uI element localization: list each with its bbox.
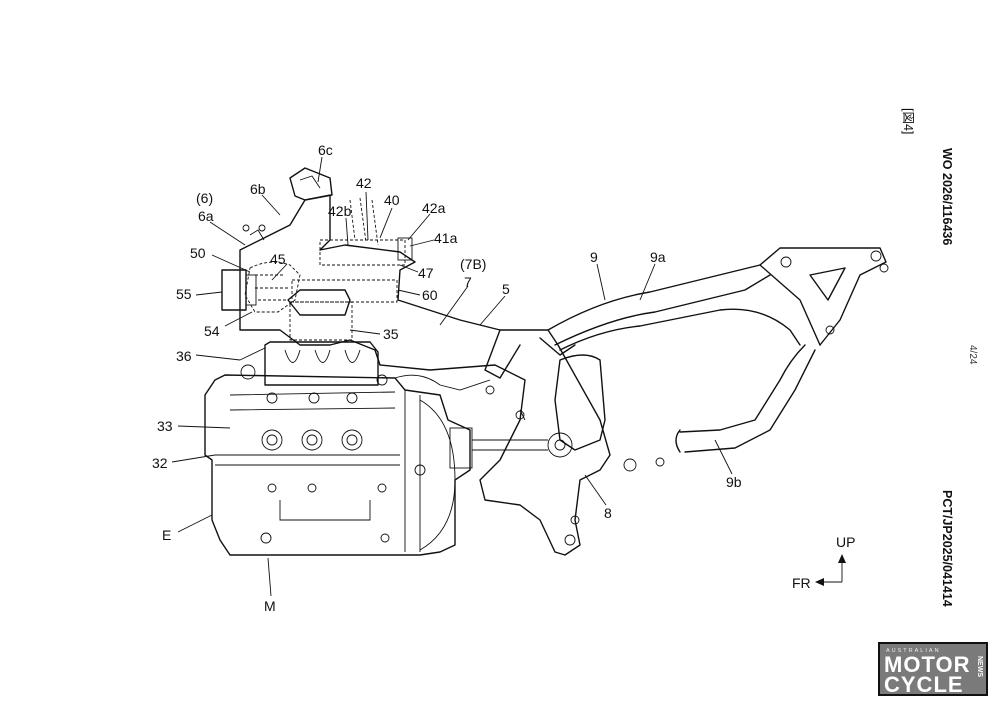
label-40: 40 [384, 192, 400, 208]
watermark-line2: CYCLE [884, 672, 964, 697]
label-33: 33 [157, 418, 173, 434]
front-arrow-icon [815, 578, 824, 586]
label-6b: 6b [250, 181, 266, 197]
figure-tag: [図4] [901, 108, 915, 134]
label-47: 47 [418, 265, 434, 281]
watermark-side: NEWS [976, 656, 983, 677]
label-E: E [162, 527, 171, 543]
label-50: 50 [190, 245, 206, 261]
label-36: 36 [176, 348, 192, 364]
label-6a: 6a [198, 208, 214, 224]
margin-text: WO 2026/116436 [図4] 4/24 PCT/JP2025/0414… [901, 108, 978, 607]
label-6c: 6c [318, 142, 333, 158]
watermark-top: AUSTRALIAN [886, 648, 941, 654]
label-5: 5 [502, 281, 510, 297]
label-9b: 9b [726, 474, 742, 490]
application-number: PCT/JP2025/041414 [940, 490, 954, 607]
label-42: 42 [356, 175, 372, 191]
orientation-indicator: UP FR [792, 534, 855, 591]
label-41a: 41a [434, 230, 458, 246]
upper-components [221, 167, 413, 341]
up-arrow-icon [838, 554, 846, 563]
label-M: M [264, 598, 276, 614]
label-7: 7 [464, 274, 472, 290]
label-6: (6) [196, 190, 213, 206]
label-32: 32 [152, 455, 168, 471]
main-frame [239, 194, 665, 556]
leader-lines [171, 156, 733, 597]
label-54: 54 [204, 323, 220, 339]
page-number: 4/24 [967, 345, 978, 365]
label-42b: 42b [328, 203, 352, 219]
reference-labels: 6c 6b (6) 6a 42 40 42b 42a 41a 50 45 47 … [152, 142, 742, 614]
label-7B: (7B) [460, 256, 486, 272]
label-35: 35 [383, 326, 399, 342]
watermark-logo: AUSTRALIAN MOTOR CYCLE NEWS [878, 642, 988, 697]
watermark-line1: MOTOR [884, 652, 970, 677]
label-8: 8 [604, 505, 612, 521]
rear-frame [547, 247, 889, 453]
label-42a: 42a [422, 200, 446, 216]
label-45: 45 [270, 251, 286, 267]
label-60: 60 [422, 287, 438, 303]
front-label: FR [792, 575, 811, 591]
publication-number: WO 2026/116436 [940, 148, 954, 245]
engine-unit [204, 341, 548, 556]
label-9: 9 [590, 249, 598, 265]
label-9a: 9a [650, 249, 666, 265]
up-label: UP [836, 534, 855, 550]
label-55: 55 [176, 286, 192, 302]
